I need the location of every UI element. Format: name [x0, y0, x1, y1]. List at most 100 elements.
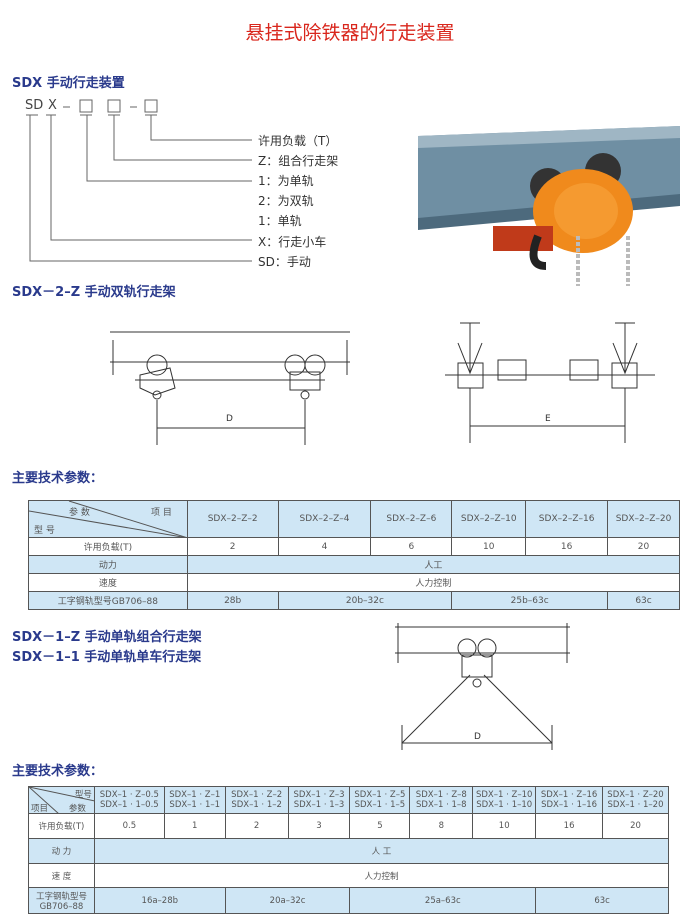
load-cell: 20 — [602, 813, 669, 839]
load-cell: 10 — [451, 537, 527, 556]
corner-param: 参 数 — [69, 508, 90, 518]
load-cell: 16 — [535, 813, 604, 839]
model-1: SDX–1 · 1–16 — [541, 800, 598, 810]
double-rail-front-drawing — [445, 322, 655, 443]
rail-cell: 20a–32c — [224, 887, 351, 914]
power-cell: 人工 — [186, 555, 681, 574]
model-code-diagram — [26, 99, 252, 262]
model-z: SDX–1 · Z–5 — [354, 790, 406, 800]
dimension-e-label: E — [545, 414, 551, 424]
rail-cell: 63c — [535, 887, 669, 914]
model-z: SDX–1 · Z–20 — [607, 790, 664, 800]
load-cell: 1 — [163, 813, 226, 839]
table-row-power: 动力人工 — [28, 555, 681, 574]
rail-label-line1: 工字钢轨型号 — [35, 891, 87, 902]
section-heading-single-combo: SDX－1–Z 手动单轨组合行走架 — [12, 630, 202, 645]
load-cell: 5 — [349, 813, 411, 839]
rail-cell: 20b–32c — [277, 591, 453, 610]
legend-load: 许用负载（T） — [258, 134, 338, 148]
corner-cell: 参 数 项 目 型 号 — [28, 500, 188, 538]
load-cell: 4 — [277, 537, 372, 556]
model-1: SDX–1 · 1–5 — [354, 800, 406, 810]
legend-single: 1：为单轨 — [258, 174, 314, 188]
code-sd: SD — [25, 98, 44, 113]
row-label: 动 力 — [28, 838, 95, 864]
load-cell: 0.5 — [93, 813, 165, 839]
dimension-d-label-2: D — [474, 732, 481, 742]
model-z: SDX–1 · Z–8 — [415, 790, 467, 800]
corner-model: 型号 — [74, 790, 92, 800]
row-label: 速度 — [28, 573, 188, 592]
row-label: 速 度 — [28, 863, 95, 888]
table-row-speed: 速 度人力控制 — [28, 863, 670, 888]
load-cell: 2 — [224, 813, 289, 839]
rail-label-line2: GB706–88 — [39, 901, 84, 912]
code-x: X — [48, 98, 57, 113]
model-z: SDX–1 · Z–2 — [231, 790, 283, 800]
legend-manual: SD：手动 — [258, 255, 311, 269]
table-row-speed: 速度人力控制 — [28, 573, 681, 592]
corner-model: 型 号 — [34, 526, 55, 536]
corner-item: 项 目 — [151, 508, 172, 518]
model-z: SDX–1 · Z–10 — [475, 790, 533, 800]
section-heading-single-car: SDX－1–1 手动单轨单车行走架 — [12, 650, 202, 665]
trolley-photo — [418, 126, 680, 286]
row-label: 许用负载(T) — [28, 537, 188, 556]
model-cell: SDX–2–Z–10 — [451, 500, 527, 538]
model-z: SDX–1 · Z–3 — [293, 790, 345, 800]
load-cell: 3 — [287, 813, 351, 839]
legend-single-rail: 1：单轨 — [258, 214, 302, 228]
model-1: SDX–1 · 1–10 — [476, 800, 533, 810]
load-cell: 6 — [370, 537, 453, 556]
table-row-power: 动 力人 工 — [28, 838, 670, 864]
legend-z: Z：组合行走架 — [258, 154, 339, 168]
rail-cell: 28b — [186, 591, 279, 610]
legend-trolley: X：行走小车 — [258, 235, 327, 249]
corner-item: 项目 — [31, 804, 49, 814]
params-heading-1: 主要技术参数： — [12, 471, 104, 486]
row-label: 许用负载(T) — [28, 813, 95, 839]
load-cell: 16 — [525, 537, 609, 556]
model-z: SDX–1 · Z–0.5 — [99, 790, 159, 800]
load-cell: 20 — [607, 537, 680, 556]
model-cell: SDX–2–Z–2 — [186, 500, 279, 538]
legend-double: 2：为双轨 — [258, 194, 314, 208]
rail-cell: 25a–63c — [349, 887, 537, 914]
load-cell: 8 — [409, 813, 474, 839]
speed-cell: 人力控制 — [186, 573, 681, 592]
model-cell: SDX–2–Z–4 — [277, 500, 372, 538]
dimension-d-label: D — [226, 414, 233, 424]
page-title: 悬挂式除铁器的行走装置 — [245, 22, 455, 44]
rail-cell: 25b–63c — [451, 591, 609, 610]
load-cell: 2 — [186, 537, 279, 556]
model-1: SDX–1 · 1–2 — [231, 800, 282, 810]
section-heading-double-rail: SDX－2–Z 手动双轨行走架 — [12, 285, 176, 300]
model-cell: SDX–2–Z–6 — [370, 500, 453, 538]
double-rail-side-drawing — [110, 331, 350, 445]
corner-cell: 型号 项目 参数 — [28, 786, 95, 814]
model-1: SDX–1 · 1–20 — [607, 800, 664, 810]
model-1: SDX–1 · 1–8 — [416, 800, 467, 810]
power-cell: 人 工 — [93, 838, 670, 864]
section-heading-sdx: SDX 手动行走装置 — [12, 76, 125, 91]
model-cell: SDX–2–Z–20 — [607, 500, 680, 538]
model-z: SDX–1 · Z–1 — [169, 790, 221, 800]
model-z: SDX–1 · Z–16 — [540, 790, 598, 800]
